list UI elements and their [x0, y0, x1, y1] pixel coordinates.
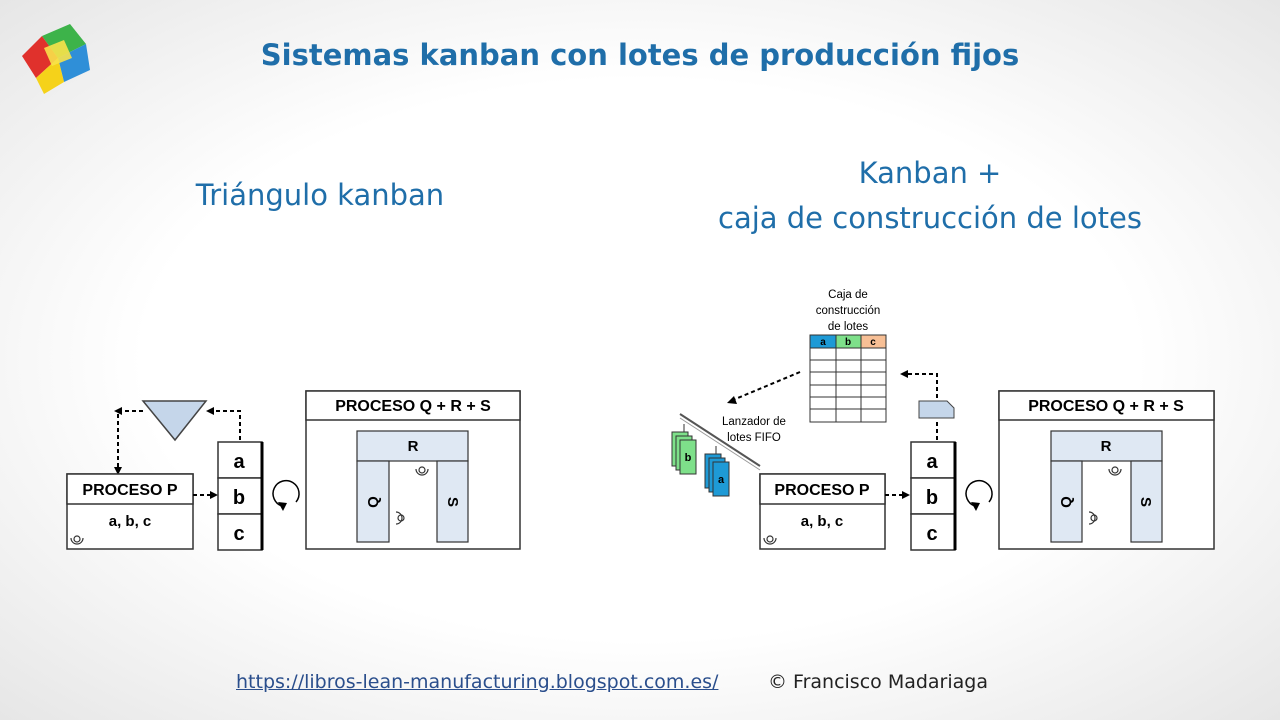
batch-building-box: a b c: [809, 334, 887, 423]
post-card-a: a: [233, 451, 245, 473]
post-card-c: c: [233, 523, 244, 545]
post-card-a: a: [926, 451, 938, 473]
logo-icon: [22, 24, 90, 94]
process-s-label: S: [1137, 497, 1154, 507]
kanban-post: a b c: [217, 441, 264, 551]
dashed-arrow-triangle-to-p: [117, 410, 143, 470]
withdrawal-cycle-icon: [965, 479, 993, 511]
process-p-parts: a, b, c: [801, 513, 844, 530]
process-qrs-title: PROCESO Q + R + S: [1028, 398, 1184, 415]
batch-col-c: c: [870, 337, 876, 348]
dashed-arrow-card-to-box: [906, 373, 938, 398]
process-p-parts: a, b, c: [109, 513, 152, 530]
right-heading-line2: caja de construcción de lotes: [718, 201, 1142, 235]
kanban-post: a b c: [910, 441, 957, 551]
right-heading-line1: Kanban +: [858, 156, 1002, 190]
slide-title: Sistemas kanban con lotes de producción …: [260, 38, 1020, 72]
blog-link[interactable]: https://libros-lean-manufacturing.blogsp…: [236, 671, 719, 693]
svg-text:a: a: [718, 474, 725, 486]
operator-icon: [395, 511, 405, 525]
withdrawal-cycle-icon: [272, 479, 300, 511]
copyright-text: © Francisco Madariaga: [768, 671, 988, 693]
process-p-title: PROCESO P: [774, 482, 869, 499]
kanban-triangle: [141, 400, 208, 442]
process-q-label: Q: [1058, 496, 1075, 508]
launcher-label-1: Lanzador de: [722, 416, 786, 428]
process-s-label: S: [444, 497, 461, 507]
fifo-launcher-rail: [679, 413, 761, 467]
right-diagram: Caja de construcción de lotes a b c Lanz…: [671, 289, 1215, 551]
batch-box-label-2: construcción: [816, 305, 881, 317]
left-diagram: PROCESO P a, b, c a b c PROCESO Q + R + …: [66, 390, 521, 551]
process-r-label: R: [1101, 438, 1112, 455]
post-card-c: c: [926, 523, 937, 545]
operator-icon: [1108, 466, 1122, 476]
operator-icon: [70, 535, 84, 545]
batch-col-b: b: [845, 337, 851, 348]
batch-box-label-3: de lotes: [828, 321, 869, 333]
dashed-arrow-box-to-launcher: [732, 371, 801, 401]
process-r-label: R: [408, 438, 419, 455]
kanban-card-a: a: [704, 446, 730, 497]
kanban-card-b: b: [671, 424, 697, 475]
process-qrs-title: PROCESO Q + R + S: [335, 398, 491, 415]
svg-text:b: b: [685, 452, 692, 464]
left-heading: Triángulo kanban: [195, 178, 445, 212]
kanban-card-icon: [918, 400, 955, 419]
post-card-b: b: [233, 487, 245, 509]
operator-icon: [415, 466, 429, 476]
process-q-label: Q: [365, 496, 382, 508]
dashed-arrow-post-to-triangle: [210, 410, 241, 440]
post-card-b: b: [926, 487, 938, 509]
batch-box-label-1: Caja de: [828, 289, 868, 301]
launcher-label-2: lotes FIFO: [727, 432, 781, 444]
operator-icon: [763, 535, 777, 545]
process-p-title: PROCESO P: [82, 482, 177, 499]
batch-col-a: a: [820, 337, 826, 348]
operator-icon: [1088, 511, 1098, 525]
